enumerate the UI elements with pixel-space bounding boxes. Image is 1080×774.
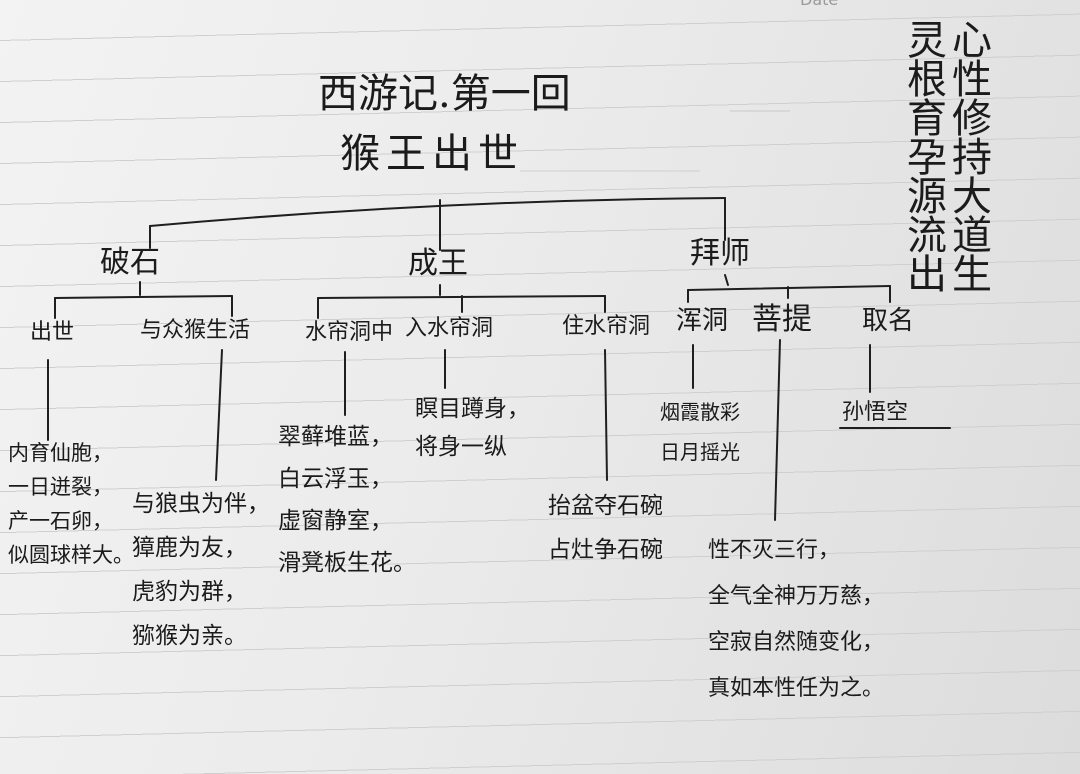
leaf-line: 似圆球样大。 (8, 543, 134, 567)
leaf-line: 滑凳板生花。 (278, 550, 416, 576)
leaf-line: 性不灭三行， (708, 538, 841, 563)
leaf-line: 全气全神万万慈， (708, 584, 885, 609)
node-hundong: 浑洞 (676, 306, 729, 336)
leaf-line: 翠藓堆蓝， (278, 424, 393, 450)
leaf-zhu: 抬盆夺石碗 占灶争石碗 (548, 484, 663, 572)
leaf-quming: 孙悟空 (842, 396, 908, 430)
node-yuzhong: 与众猴生活 (140, 318, 251, 343)
leaf-line: 白云浮玉， (278, 466, 393, 492)
branch-poshi: 破石 (100, 245, 160, 280)
leaf-line: 内育仙胞， (8, 441, 113, 465)
bleed-through-decoration (520, 130, 700, 172)
leaf-yuzhong: 与狼虫为伴， 獐鹿为友， 虎豹为群， 猕猴为亲。 (132, 482, 270, 658)
leaf-hundong: 烟霞散彩 日月摇光 (660, 392, 740, 472)
leaf-line: 空寂自然随变化， (708, 630, 885, 655)
leaf-line: 产一石卵， (8, 509, 113, 533)
node-puti: 菩提 (752, 302, 812, 337)
leaf-ru: 瞑目蹲身， 将身一纵 (415, 390, 530, 466)
branch-chengwang: 成王 (408, 246, 468, 281)
page-subtitle: 猴王出世 (340, 131, 524, 177)
connector (215, 349, 223, 481)
connector (774, 339, 781, 521)
leaf-line: 烟霞散彩 (660, 400, 740, 424)
branch-baishi: 拜师 (690, 236, 750, 271)
leaf-line: 虚窗静室， (278, 508, 393, 534)
leaf-line: 虎豹为群， (132, 579, 247, 605)
leaf-line: 将身一纵 (415, 434, 507, 460)
node-shuiliandongzhong: 水帘洞中 (305, 320, 394, 345)
couplet-left-column: 灵根育孕源流出 (907, 18, 947, 298)
page-title: 西游记.第一回 (318, 71, 571, 117)
leaf-line: 瞑目蹲身， (415, 396, 530, 422)
node-zhu: 住水帘洞 (562, 314, 651, 339)
leaf-line: 一日迸裂， (8, 475, 113, 499)
node-ru: 入水帘洞 (405, 316, 494, 341)
couplet-right-column: 心性修持大道生 (952, 18, 992, 298)
leaf-line: 真如本性任为之。 (708, 676, 885, 701)
leaf-line: 与狼虫为伴， (132, 491, 270, 517)
connector (54, 295, 233, 299)
bleed-through-decoration (730, 70, 790, 112)
leaf-line: 抬盆夺石碗 (548, 493, 663, 519)
leaf-line: 日月摇光 (660, 440, 740, 464)
date-header-label: Date (800, 0, 838, 9)
connector (604, 349, 608, 481)
node-quming: 取名 (862, 306, 915, 336)
leaf-line: 獐鹿为友， (132, 535, 247, 561)
node-chushi: 出世 (30, 320, 75, 345)
leaf-chushi: 内育仙胞， 一日迸裂， 产一石卵， 似圆球样大。 (8, 436, 134, 572)
leaf-line: 猕猴为亲。 (132, 623, 247, 649)
leaf-line: 孙悟空 (842, 400, 909, 425)
connector (149, 197, 726, 227)
connector (724, 274, 729, 286)
leaf-line: 占灶争石碗 (548, 537, 663, 563)
leaf-puti: 性不灭三行， 全气全神万万慈， 空寂自然随变化， 真如本性任为之。 (708, 528, 884, 712)
leaf-shuiliandongzhong: 翠藓堆蓝， 白云浮玉， 虚窗静室， 滑凳板生花。 (278, 416, 416, 584)
